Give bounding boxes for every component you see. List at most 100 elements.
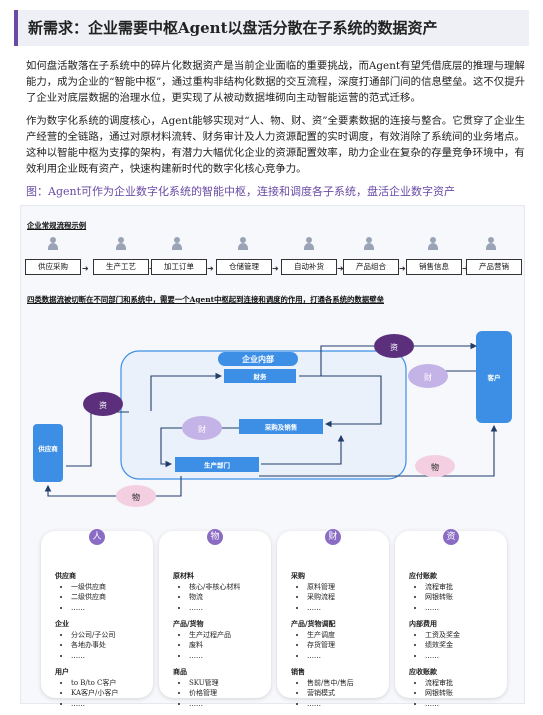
person-icon [238, 237, 248, 251]
list-item: 各地办事处 [71, 640, 149, 651]
list-item: 一级供应商 [71, 582, 149, 593]
flow-title: 四类数据流被切断在不同部门和系统中，需要一个Agent中枢起到连接和调度的作用，… [27, 295, 384, 304]
paragraph-2: 作为数字化系统的调度核心，Agent能够实现对“人、物、财、资”全要素数据的连接… [26, 115, 525, 175]
list-item: 废料 [189, 640, 267, 651]
finance-label: 财务 [254, 372, 268, 381]
list-item: …… [307, 651, 385, 662]
capital-flow-top-label: 资 [390, 342, 398, 352]
list-item: 存货管理 [307, 640, 385, 651]
list-item: to B/to C客户 [71, 678, 149, 689]
badge-goods: 物 [207, 529, 223, 545]
list-item: …… [425, 651, 503, 662]
group-title: 内部费用 [409, 619, 437, 628]
group-title: 销售 [291, 667, 305, 676]
list-item: …… [307, 699, 385, 710]
supplier-box [33, 424, 63, 482]
list-item: 二级供应商 [71, 592, 149, 603]
list-item: …… [189, 699, 267, 710]
card-finance: 财 采购 原料管理采购流程…… 产品/货物调配 生产调度存货管理…… 销售 售前… [277, 529, 389, 708]
process-step-8: 产品营销 [466, 259, 522, 275]
person-icon [486, 237, 496, 251]
arrow-right-icon: ➜ [207, 264, 214, 273]
list-item: 核心/非核心材料 [189, 582, 267, 593]
group-title: 原材料 [173, 571, 194, 580]
enterprise-container [120, 350, 407, 480]
list-item: 采购流程 [307, 592, 385, 603]
capital-flow-left-label: 资 [99, 400, 107, 410]
finance-box [224, 369, 296, 383]
list-item: 流程审批 [425, 582, 503, 593]
person-icon [172, 237, 182, 251]
process-step-3: 加工订单 [151, 259, 207, 275]
goods-flow-bottom-label: 物 [132, 492, 140, 502]
arrow-right-icon: ➜ [399, 264, 406, 273]
list-item: SKU管理 [189, 678, 267, 689]
list-item: …… [189, 603, 267, 614]
group-title: 商品 [173, 667, 187, 676]
person-icon [304, 237, 314, 251]
process-step-1: 供应采购 [25, 259, 81, 275]
list-item: …… [71, 651, 149, 662]
customer-box [476, 331, 512, 423]
capital-flow-top [374, 334, 414, 358]
capital-flow-left [83, 392, 123, 416]
list-item: …… [71, 699, 149, 710]
production-label: 生产部门 [204, 461, 231, 470]
section-header: 新需求：企业需要中枢Agent以盘活分散在子系统的数据资产 [14, 10, 529, 46]
process-step-6: 产品组合 [343, 259, 399, 275]
page-title: 新需求：企业需要中枢Agent以盘活分散在子系统的数据资产 [28, 19, 438, 37]
group-title: 采购 [291, 571, 305, 580]
enterprise-label-bg [218, 352, 298, 366]
list-item: 生产调度 [307, 630, 385, 641]
arrow-right-icon: ➜ [82, 264, 89, 273]
group-title: 产品/货物 [173, 619, 204, 628]
process-step-5: 自动补货 [281, 259, 337, 275]
list-item: 售前/售中/售后 [307, 678, 385, 689]
card-capital: 资 应付账款 流程审批网银转账…… 内部费用 工资及奖金绩效奖金…… 应收账款 … [395, 529, 507, 708]
list-item: 绩效奖金 [425, 640, 503, 651]
finance-flow-right [408, 364, 448, 388]
process-step-2: 生产工艺 [93, 259, 149, 275]
customer-label: 客户 [487, 373, 501, 382]
purchase-sales-label: 采购及销售 [265, 423, 298, 432]
group-title: 产品/货物调配 [291, 619, 336, 628]
list-item: 网银转账 [425, 688, 503, 699]
process-step-7: 销售信息 [406, 259, 462, 275]
list-item: KA客户/小客户 [71, 688, 149, 699]
list-item: 网银转账 [425, 592, 503, 603]
finance-flow-right-label: 财 [424, 372, 432, 382]
list-item: 工资及奖金 [425, 630, 503, 641]
list-item: …… [71, 603, 149, 614]
list-item: 物流 [189, 592, 267, 603]
goods-flow-bottom [116, 485, 156, 507]
list-item: 营销模式 [307, 688, 385, 699]
badge-people: 人 [89, 529, 105, 545]
list-item: 生产过程产品 [189, 630, 267, 641]
badge-finance: 财 [325, 529, 341, 545]
finance-flow-inner-label: 财 [198, 424, 206, 434]
person-icon [48, 237, 58, 251]
process-title: 企业常规流程示例 [27, 221, 87, 230]
group-title: 应付账款 [409, 571, 437, 580]
person-icon [364, 237, 374, 251]
list-item: …… [425, 699, 503, 710]
list-item: 分公司/子公司 [71, 630, 149, 641]
card-people: 人 供应商 一级供应商二级供应商…… 企业 分公司/子公司各地办事处…… 用户 … [41, 529, 153, 708]
group-title: 应收账款 [409, 667, 437, 676]
group-title: 企业 [55, 619, 69, 628]
figure-caption: 图：Agent可作为企业数字化系统的智能中枢，连接和调度各子系统，盘活企业数字资… [26, 185, 455, 198]
figure-panel: 企业常规流程示例 供应采购 ➜ 生产工艺 ➜ 加工订单 ➜ 仓储管理 ➜ 自动补… [20, 205, 525, 708]
arrow-right-icon: ➜ [337, 264, 344, 273]
group-title: 供应商 [55, 571, 76, 580]
list-item: …… [189, 651, 267, 662]
purchase-sales-box [239, 419, 323, 434]
list-item: 流程审批 [425, 678, 503, 689]
paragraph-1: 如何盘活散落在子系统中的碎片化数据资产是当前企业面临的重要挑战，而Agent有望… [26, 60, 525, 104]
goods-flow-right [415, 455, 455, 477]
finance-flow-inner [182, 416, 222, 440]
person-icon [428, 237, 438, 251]
group-title: 用户 [55, 667, 69, 676]
list-item: …… [307, 603, 385, 614]
process-step-4: 仓储管理 [216, 259, 272, 275]
list-item: 价格管理 [189, 688, 267, 699]
